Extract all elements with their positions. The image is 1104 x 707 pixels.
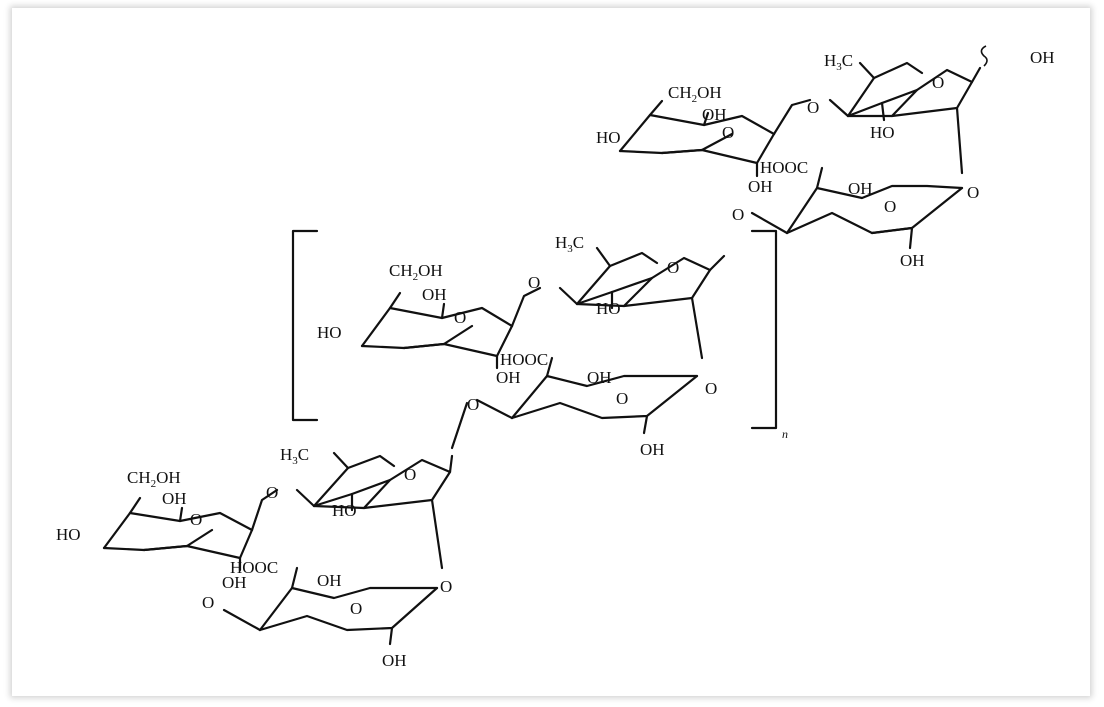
- label-oh: OH: [382, 651, 407, 670]
- label-o: O: [884, 197, 896, 216]
- label-h3c-bottom: H3C: [280, 445, 309, 467]
- label-oh: OH: [900, 251, 925, 270]
- label-h3c-mid: H3C: [555, 233, 584, 255]
- label-o: O: [722, 123, 734, 142]
- label-o: O: [616, 389, 628, 408]
- label-ch2oh-top: CH2OH: [668, 83, 722, 105]
- label-h3c-top: H3C: [824, 51, 853, 73]
- label-o: O: [190, 510, 202, 529]
- label-o: O: [454, 308, 466, 327]
- label-o: O: [467, 395, 479, 414]
- label-ho: HO: [56, 525, 81, 544]
- label-oh: OH: [702, 105, 727, 124]
- label-ho: HO: [870, 123, 895, 142]
- label-oh: OH: [587, 368, 612, 387]
- label-o: O: [350, 599, 362, 618]
- label-o: O: [202, 593, 214, 612]
- label-o: O: [807, 98, 819, 117]
- label-wavy-oh: OH: [1030, 48, 1055, 67]
- label-ho: HO: [596, 299, 621, 318]
- label-o: O: [967, 183, 979, 202]
- bottom-uronic-ring: [222, 566, 439, 646]
- top-deoxyhexose-ring: [828, 45, 988, 175]
- label-oh: OH: [496, 368, 521, 387]
- label-o: O: [404, 465, 416, 484]
- mid-deoxyhexose-ring: [558, 246, 726, 360]
- label-ch2oh-mid: CH2OH: [389, 261, 443, 283]
- bottom-hexose-ring: [102, 488, 279, 572]
- label-o: O: [266, 483, 278, 502]
- repeat-index-n: n: [782, 427, 788, 441]
- label-hooc: HOOC: [500, 350, 548, 369]
- label-oh: OH: [222, 573, 247, 592]
- label-o: O: [667, 258, 679, 277]
- polysaccharide-structure: H3C O OH O HO CH2OH OH O HO HOOC OH OH O…: [56, 45, 1055, 670]
- label-ch2oh-bottom: CH2OH: [127, 468, 181, 490]
- label-ho: HO: [332, 501, 357, 520]
- label-hooc: HOOC: [230, 558, 278, 577]
- top-uronic-ring: [750, 166, 964, 250]
- label-oh: OH: [748, 177, 773, 196]
- label-o: O: [440, 577, 452, 596]
- label-ho: HO: [596, 128, 621, 147]
- label-oh: OH: [640, 440, 665, 459]
- label-oh: OH: [162, 489, 187, 508]
- mid-uronic-ring: [450, 356, 699, 450]
- label-o: O: [932, 73, 944, 92]
- label-o: O: [732, 205, 744, 224]
- repeat-bracket: [291, 229, 778, 430]
- label-o: O: [705, 379, 717, 398]
- label-oh: OH: [422, 285, 447, 304]
- label-oh: OH: [848, 179, 873, 198]
- mid-hexose-ring: [360, 286, 542, 370]
- label-oh: OH: [317, 571, 342, 590]
- label-ho: HO: [317, 323, 342, 342]
- bottom-deoxyhexose-ring: [295, 451, 454, 570]
- label-hooc: HOOC: [760, 158, 808, 177]
- label-o: O: [528, 273, 540, 292]
- figure-frame: H3C O OH O HO CH2OH OH O HO HOOC OH OH O…: [12, 8, 1090, 696]
- top-hexose-ring: [618, 98, 812, 178]
